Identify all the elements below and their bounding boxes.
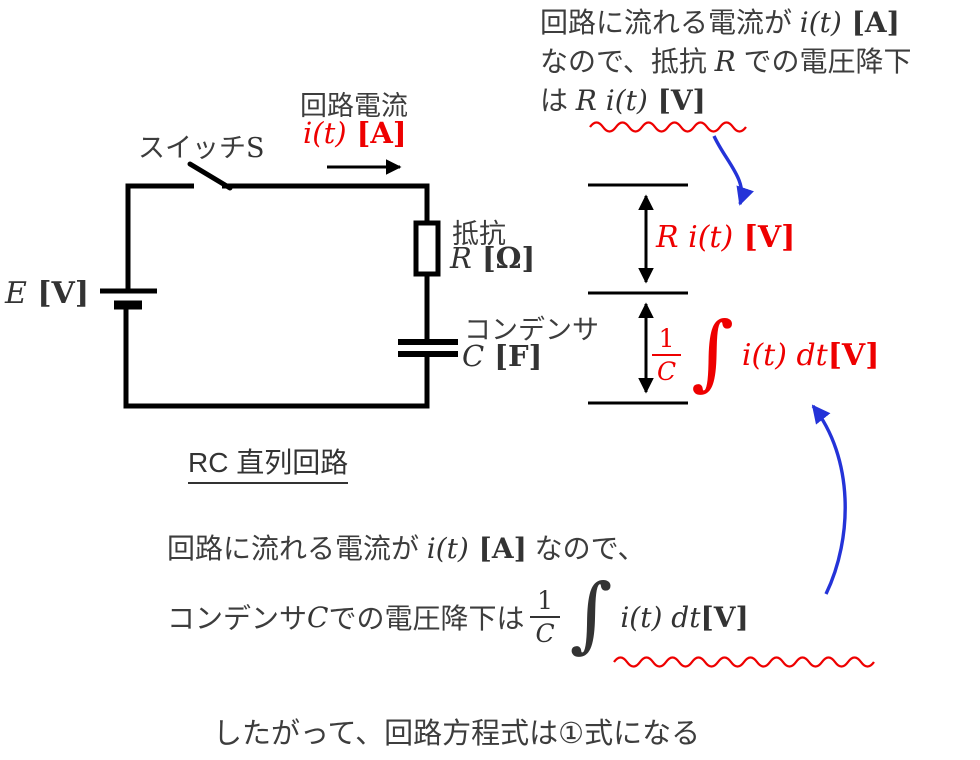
conclusion-text: したがって、回路方程式は①式になる [213,718,701,750]
resistor-symbol [413,220,441,277]
resistor-label: 抵抗 [452,219,506,249]
voltage-source-label: E [V] [5,276,90,311]
resistor-note-line1: 回路に流れる電流が i(t) [A] [540,6,900,39]
wavy-underline-top [589,121,747,133]
blue-arrow-to-vc [811,404,847,595]
capacitor-label: コンデンサ [464,315,599,345]
wire-bottom-segment [123,306,430,409]
circuit-caption: RC 直列回路 [188,441,349,484]
capacitor-note-line1: 回路に流れる電流が i(t) [A] なので、 [167,532,646,565]
wavy-underline-bottom [613,656,875,668]
resistor-value-label: R [Ω] [450,241,536,275]
resistor-note-line3: は R i(t) [V] [540,84,706,117]
wire-top-left-segment [125,183,194,290]
wire-top-right-segment [222,183,430,224]
resistor-voltage-drop-value: R i(t) [V] [656,220,796,255]
current-value: i(t) [A] [303,116,407,150]
current-label: 回路電流 [300,91,408,121]
resistor-voltage-note: 回路に流れる電流が i(t) [A] なので、抵抗 R での電圧降下 は R i… [540,3,912,120]
resistor-note-line2: なので、抵抗 R での電圧降下 [540,45,912,78]
switch-label: スイッチS [138,133,265,164]
capacitor-value-label: C [F] [462,339,543,373]
blue-arrow-to-vr [712,135,754,206]
integral-sign: ∫ [569,567,613,663]
integral-sign: ∫ [691,305,734,401]
